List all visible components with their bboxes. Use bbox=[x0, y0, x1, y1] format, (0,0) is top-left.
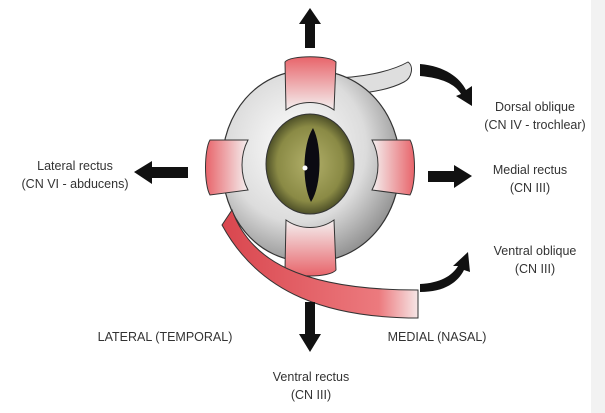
ventral-oblique-muscle bbox=[221, 208, 419, 319]
pupil bbox=[304, 128, 320, 202]
arrow-left bbox=[134, 161, 188, 184]
nerve-name: (CN III) bbox=[514, 262, 556, 276]
arrow-curved-dorsal bbox=[420, 64, 472, 106]
muscle-name: Medial rectus bbox=[492, 163, 568, 177]
muscle-name: Lateral rectus bbox=[37, 159, 113, 173]
ventral-rectus-muscle bbox=[284, 219, 337, 277]
nerve-name: (CN III) bbox=[509, 181, 551, 195]
dorsal-rectus-muscle bbox=[284, 56, 337, 111]
medial-rectus-label: Medial rectus (CN III) bbox=[493, 161, 567, 197]
medial-side-label: MEDIAL (NASAL) bbox=[387, 330, 487, 344]
lateral-side-label: LATERAL (TEMPORAL) bbox=[97, 330, 233, 344]
muscle-name: Ventral oblique bbox=[493, 244, 577, 258]
arrow-up bbox=[299, 8, 321, 48]
arrow-down bbox=[299, 302, 321, 352]
lateral-rectus-muscle bbox=[205, 139, 249, 196]
ventral-rectus-label: Ventral rectus (CN III) bbox=[273, 368, 349, 404]
arrow-curved-ventral bbox=[420, 252, 470, 292]
nerve-name: (CN III) bbox=[290, 388, 332, 402]
muscle-name: Dorsal oblique bbox=[495, 100, 575, 114]
dorsal-oblique-label: Dorsal oblique (CN IV - trochlear) bbox=[484, 98, 585, 134]
medial-rectus-muscle bbox=[371, 139, 415, 196]
lateral-rectus-label: Lateral rectus (CN VI - abducens) bbox=[22, 157, 129, 193]
arrow-right bbox=[428, 165, 472, 188]
arrows bbox=[134, 8, 472, 352]
nerve-name: (CN VI - abducens) bbox=[21, 177, 129, 191]
nerve-name: (CN IV - trochlear) bbox=[484, 118, 586, 132]
ventral-oblique-label: Ventral oblique (CN III) bbox=[494, 242, 577, 278]
muscle-name: Ventral rectus bbox=[272, 370, 350, 384]
